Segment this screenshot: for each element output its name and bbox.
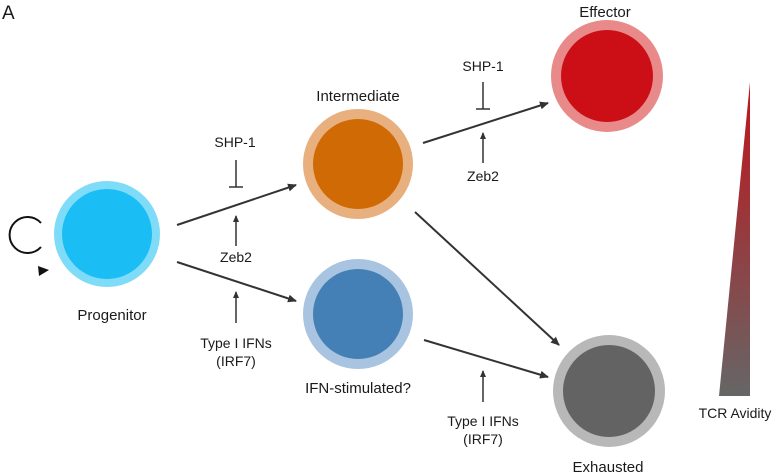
intermediate-cell — [303, 109, 413, 219]
self-renewal-arrowhead — [38, 266, 49, 276]
progenitor-label: Progenitor — [77, 307, 146, 324]
exhausted-core — [563, 345, 655, 437]
progenitor-core — [62, 189, 152, 279]
arrow-intermediate-to-effector — [422, 101, 549, 144]
ifn-stimulated-cell — [303, 259, 413, 369]
ifn-label-first-line2: (IRF7) — [216, 353, 256, 369]
intermediate-label: Intermediate — [316, 88, 399, 105]
arrow-progenitor-to-intermediate — [176, 183, 297, 226]
ifn-label-second-line1: Type I IFNs — [447, 413, 519, 429]
effector-cell — [551, 20, 663, 132]
ifn-label-first-line1: Type I IFNs — [200, 335, 272, 351]
zeb2-label-first: Zeb2 — [220, 249, 252, 265]
exhausted-cell — [553, 335, 665, 447]
arrow-progenitor-to-ifn-stimulated — [176, 261, 297, 303]
tcr-avidity-wedge — [719, 82, 750, 396]
ifn-stimulated-core — [313, 269, 403, 359]
arrow-intermediate-to-exhausted — [414, 211, 560, 346]
exhausted-label: Exhausted — [573, 459, 644, 474]
ifn-label-second-line2: (IRF7) — [463, 431, 503, 447]
tcr-avidity-label: TCR Avidity — [699, 405, 772, 421]
intermediate-core — [313, 119, 403, 209]
progenitor-cell — [54, 181, 160, 287]
effector-label: Effector — [579, 4, 630, 21]
effector-core — [561, 30, 653, 122]
self-renewal-loop — [8, 216, 42, 254]
shp1-label-second: SHP-1 — [462, 58, 503, 74]
ifn-stimulated-label: IFN-stimulated? — [305, 380, 411, 397]
arrow-ifn-stimulated-to-exhausted — [423, 339, 549, 379]
panel-label: A — [2, 3, 15, 24]
shp1-label-first: SHP-1 — [214, 134, 255, 150]
zeb2-label-second: Zeb2 — [467, 168, 499, 184]
